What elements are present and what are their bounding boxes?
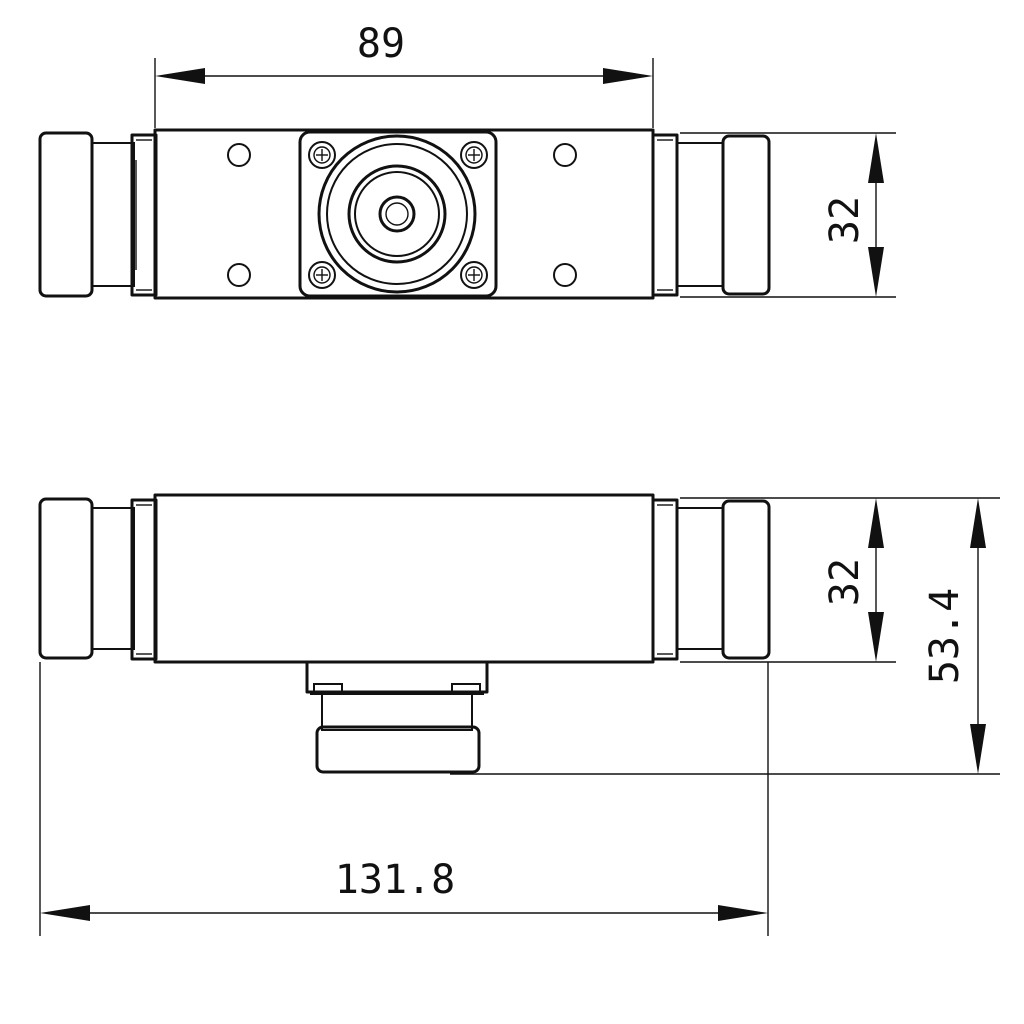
top-view bbox=[38, 128, 771, 300]
top-right-connector bbox=[651, 133, 771, 297]
side-left-connector bbox=[38, 497, 158, 661]
top-width-dimension: 89 bbox=[154, 21, 654, 128]
top-height-dimension: 32 bbox=[680, 132, 896, 298]
flange-plate bbox=[298, 130, 498, 298]
mounting-hole bbox=[553, 263, 577, 287]
flange-screw bbox=[460, 141, 488, 169]
side-bottom-connector bbox=[305, 660, 489, 774]
top-main-body bbox=[153, 128, 655, 300]
top-height-label: 32 bbox=[822, 196, 868, 244]
mounting-hole bbox=[227, 143, 251, 167]
side-view bbox=[38, 493, 771, 774]
side-main-body bbox=[153, 493, 655, 664]
top-left-connector bbox=[38, 131, 158, 298]
mounting-hole bbox=[553, 143, 577, 167]
side-height-label: 32 bbox=[822, 558, 868, 606]
total-length-label: 131.8 bbox=[335, 857, 455, 903]
total-length-dimension: 131.8 bbox=[39, 662, 769, 936]
side-total-height-dimension: 53.4 bbox=[450, 498, 1000, 775]
top-width-label: 89 bbox=[357, 21, 405, 67]
side-height-dimension: 32 bbox=[680, 497, 1000, 663]
flange-screw bbox=[308, 141, 336, 169]
side-total-height-label: 53.4 bbox=[922, 588, 968, 684]
side-right-connector bbox=[651, 498, 771, 661]
flange-screw bbox=[460, 261, 488, 289]
coaxial-port bbox=[317, 134, 477, 294]
mounting-hole bbox=[227, 263, 251, 287]
flange-screw bbox=[308, 261, 336, 289]
